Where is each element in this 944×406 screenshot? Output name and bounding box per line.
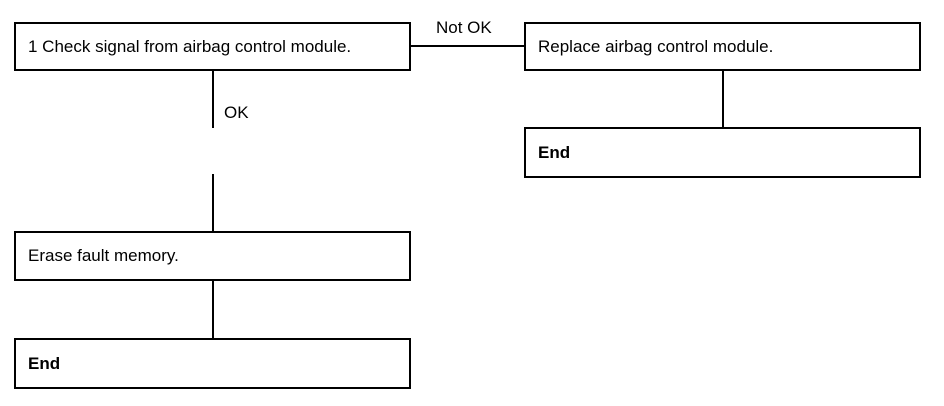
- connector-replace-to-end: [722, 71, 724, 128]
- step-erase-memory-text: Erase fault memory.: [28, 246, 179, 265]
- connector-ok-upper: [212, 71, 214, 128]
- connector-erase-to-end: [212, 281, 214, 339]
- step-replace-module-box: Replace airbag control module.: [524, 22, 921, 71]
- end-text-left: End: [28, 353, 61, 373]
- branch-label-ok: OK: [224, 103, 249, 122]
- end-box-left: End: [14, 338, 411, 389]
- connector-not-ok: [411, 45, 525, 47]
- step-check-signal-box: 1 Check signal from airbag control modul…: [14, 22, 411, 71]
- step-erase-memory-box: Erase fault memory.: [14, 231, 411, 281]
- step-replace-module-text: Replace airbag control module.: [538, 36, 774, 56]
- end-text-right: End: [538, 142, 571, 162]
- connector-ok-lower: [212, 174, 214, 232]
- step-check-signal-text: 1 Check signal from airbag control modul…: [28, 36, 352, 56]
- branch-label-not-ok: Not OK: [436, 18, 492, 37]
- end-box-right: End: [524, 127, 921, 178]
